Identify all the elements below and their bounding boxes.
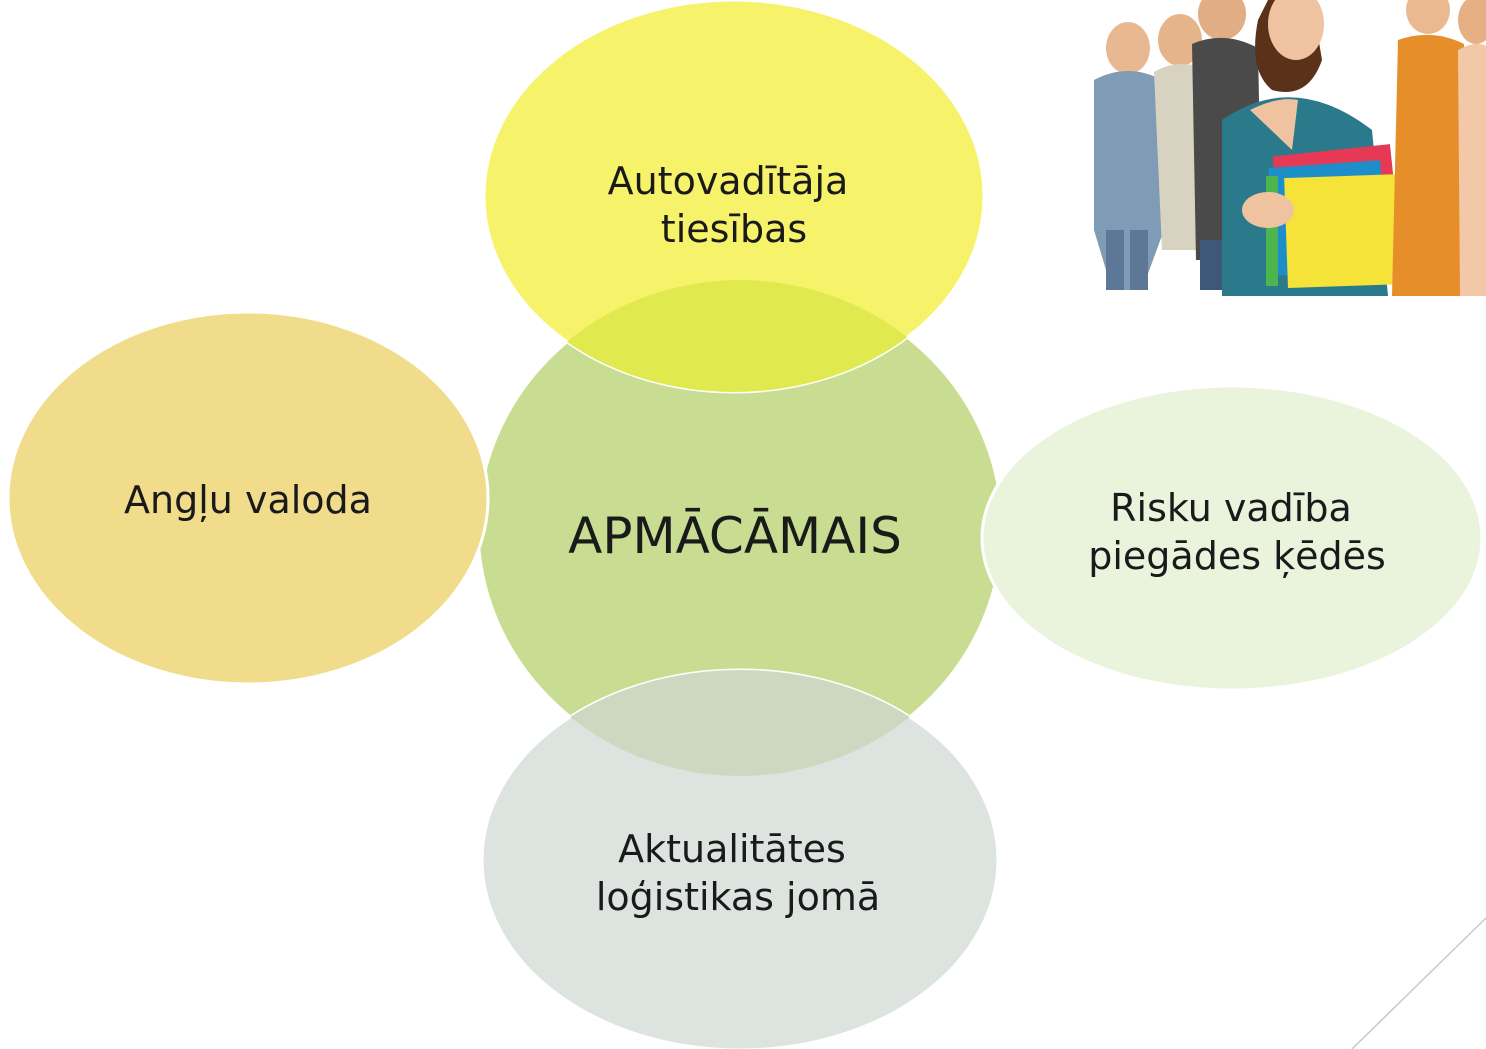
bubble-right-risk-management bbox=[980, 384, 1484, 692]
bubble-left-label: Angļu valoda bbox=[124, 478, 372, 522]
decorative-slide-line bbox=[1351, 917, 1486, 1049]
students-photo-icon bbox=[1072, 0, 1486, 296]
bubble-right-label: Risku vadība piegādes ķēdēs bbox=[1088, 486, 1386, 578]
bubble-left-english bbox=[6, 310, 490, 686]
center-label: APMĀCĀMAIS bbox=[568, 507, 902, 565]
bubble-bottom-label: Aktualitātes loģistikas jomā bbox=[596, 827, 880, 919]
bubble-top-label: Autovadītāja tiesības bbox=[608, 159, 861, 251]
